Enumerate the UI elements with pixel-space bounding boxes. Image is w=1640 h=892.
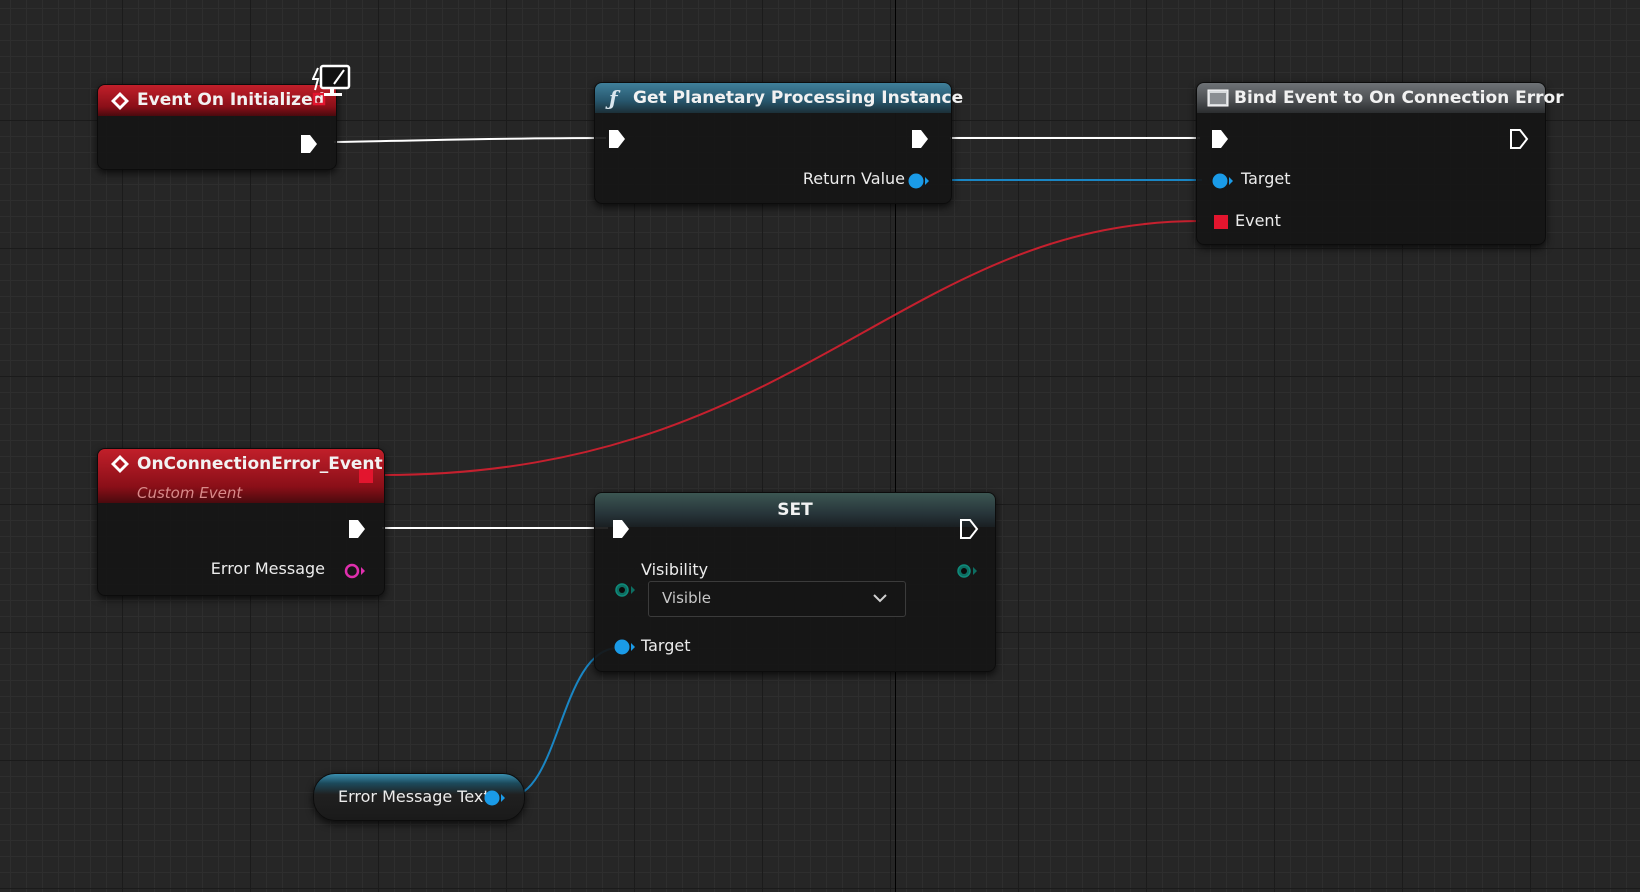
node-header: OnConnectionError_Event Custom Event — [98, 449, 384, 503]
node-title: Event On Initialized — [137, 90, 325, 110]
exec-out-pin[interactable] — [910, 128, 930, 150]
set-visibility-node[interactable]: SET Visibility Visible Target — [594, 492, 996, 672]
exec-in-pin[interactable] — [1210, 128, 1230, 150]
node-header: Bind Event to On Connection Error — [1197, 83, 1564, 113]
event-diamond-icon — [111, 92, 129, 110]
custom-event-node[interactable]: OnConnectionError_Event Custom Event Err… — [97, 448, 385, 596]
monitor-client-icon — [312, 64, 351, 96]
delegate-out-pin[interactable] — [358, 468, 374, 484]
target-label: Target — [1241, 169, 1291, 188]
event-label: Event — [1235, 211, 1281, 230]
node-header: SET — [595, 493, 995, 527]
node-header: ƒ Get Planetary Processing Instance — [595, 83, 963, 113]
target-label: Target — [641, 636, 691, 655]
bind-event-node[interactable]: Bind Event to On Connection Error Target… — [1196, 82, 1564, 245]
return-value-row: Return Value — [803, 169, 905, 188]
node-title: Bind Event to On Connection Error — [1234, 88, 1564, 108]
error-message-pin[interactable] — [344, 562, 366, 580]
delegate-wire — [382, 220, 1201, 476]
visibility-in-pin[interactable] — [614, 581, 636, 599]
target-pin[interactable] — [614, 638, 636, 656]
exec-out-pin[interactable] — [959, 518, 979, 540]
visibility-dropdown[interactable]: Visible — [648, 581, 906, 617]
visibility-out-pin[interactable] — [956, 562, 978, 580]
event-on-initialized-node[interactable]: Event On Initialized — [97, 84, 337, 170]
exec-out-pin[interactable] — [347, 518, 367, 540]
exec-wire-1 — [333, 137, 607, 143]
return-value-label: Return Value — [802, 169, 905, 188]
variable-label: Error Message Text — [338, 787, 490, 806]
delegate-pin[interactable] — [312, 92, 326, 106]
function-icon: ƒ — [609, 86, 618, 110]
exec-out-pin[interactable] — [299, 133, 319, 155]
exec-in-pin[interactable] — [611, 518, 631, 540]
graph-origin-line — [895, 0, 896, 892]
visibility-label: Visibility — [641, 560, 709, 579]
error-message-text-variable-node[interactable]: Error Message Text — [313, 773, 525, 821]
exec-in-pin[interactable] — [607, 128, 627, 150]
visibility-value: Visible — [662, 589, 711, 607]
node-title: SET — [777, 500, 813, 520]
get-planetary-processing-instance-node[interactable]: ƒ Get Planetary Processing Instance Retu… — [594, 82, 963, 204]
target-pin[interactable] — [1212, 172, 1234, 190]
bind-event-icon — [1207, 89, 1229, 107]
dropdown-chevron-icon — [873, 594, 887, 603]
return-value-pin[interactable] — [908, 172, 930, 190]
node-title: Get Planetary Processing Instance — [633, 88, 964, 108]
node-header: Event On Initialized — [98, 85, 336, 116]
event-diamond-icon — [111, 455, 129, 473]
error-message-label: Error Message — [210, 559, 325, 578]
variable-out-pin[interactable] — [484, 789, 506, 807]
event-delegate-pin[interactable] — [1213, 214, 1229, 230]
node-subtitle: Custom Event — [137, 484, 243, 502]
exec-out-pin[interactable] — [1509, 128, 1529, 150]
node-title: OnConnectionError_Event — [137, 454, 383, 474]
